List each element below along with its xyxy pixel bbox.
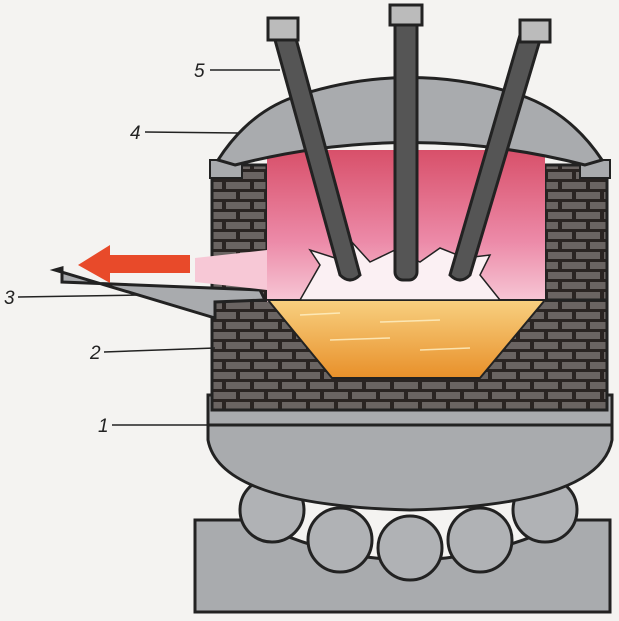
label-4: 4 <box>130 123 141 144</box>
spout <box>49 266 268 321</box>
label-1: 1 <box>98 416 109 437</box>
label-3: 3 <box>4 288 15 309</box>
label-2: 2 <box>89 343 101 364</box>
label-5: 5 <box>194 61 205 82</box>
exhaust-arrow <box>78 245 190 283</box>
electrodes <box>266 3 552 282</box>
rollers <box>238 476 579 582</box>
furnace-shell <box>206 393 614 512</box>
